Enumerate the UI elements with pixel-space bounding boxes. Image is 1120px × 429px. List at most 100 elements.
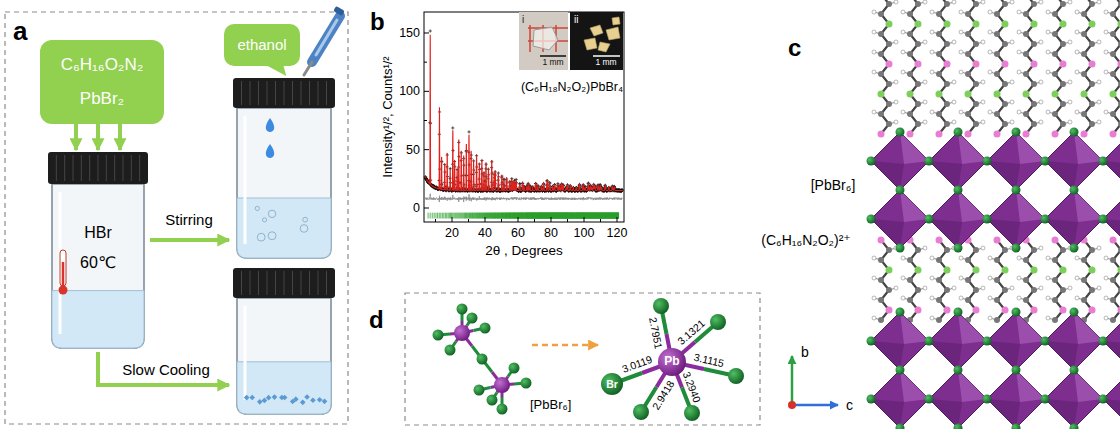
hydrogen-atom bbox=[894, 100, 898, 104]
octahedron-face bbox=[1103, 219, 1120, 248]
bromine-atom bbox=[1041, 337, 1050, 346]
octahedron-face bbox=[1103, 341, 1120, 370]
carbon-atom bbox=[1118, 121, 1120, 127]
axis-title: 2θ , Degrees bbox=[485, 243, 562, 259]
carbon-atom bbox=[1089, 287, 1095, 293]
ethanol-drop bbox=[266, 118, 274, 132]
carbon-atom bbox=[1110, 111, 1116, 117]
liquid-bubble bbox=[257, 233, 265, 241]
vial-cap bbox=[233, 78, 335, 108]
hydrogen-atom bbox=[1046, 316, 1050, 320]
cap-ridge bbox=[267, 271, 268, 295]
nitrogen-atom bbox=[886, 61, 893, 68]
hydrogen-atom bbox=[1075, 10, 1079, 14]
carbon-atom bbox=[1002, 41, 1008, 47]
bromine-atom bbox=[896, 308, 905, 317]
scale-bar bbox=[540, 55, 566, 57]
carbon-atom bbox=[965, 297, 971, 303]
bond-length: 2.9418 bbox=[649, 377, 677, 412]
carbon-atom bbox=[1031, 1, 1037, 7]
reaction-vial: HBr60℃ bbox=[48, 152, 148, 350]
hydrogen-atom bbox=[988, 296, 992, 300]
carbon-atom bbox=[886, 101, 892, 107]
atom-symbol: Br bbox=[606, 378, 618, 390]
carbon-atom bbox=[878, 257, 884, 263]
carbon-atom bbox=[994, 71, 1000, 77]
hydrogen-atom bbox=[930, 30, 934, 34]
carbon-atom bbox=[886, 247, 892, 253]
panel-letter: b bbox=[370, 8, 385, 36]
carbon-atom bbox=[1023, 31, 1029, 37]
bromine-atom bbox=[1099, 215, 1108, 224]
hydrogen-atom bbox=[959, 50, 963, 54]
hydrogen-atom bbox=[1046, 110, 1050, 114]
carbon-atom bbox=[1081, 257, 1087, 263]
bromine-atom bbox=[477, 354, 488, 365]
octahedron-face bbox=[900, 132, 929, 164]
pbbr6-octahedron bbox=[1045, 190, 1103, 248]
hydrogen-atom bbox=[872, 50, 876, 54]
carbon-atom bbox=[965, 257, 971, 263]
hydrogen-atom bbox=[952, 100, 956, 104]
hydrogen-atom bbox=[1039, 246, 1043, 250]
cap-ridge bbox=[56, 155, 57, 181]
panel-c bbox=[788, 0, 1120, 429]
carbon-atom bbox=[1031, 81, 1037, 87]
bromine-atom bbox=[867, 215, 876, 224]
carbon-atom bbox=[878, 11, 884, 17]
bromine-atom bbox=[1070, 244, 1079, 253]
hydrogen-atom bbox=[981, 100, 985, 104]
carbon-atom bbox=[1081, 11, 1087, 17]
hydrogen-atom bbox=[1039, 40, 1043, 44]
cap-ridge bbox=[318, 81, 319, 105]
carbon-atom bbox=[973, 287, 979, 293]
hydrogen-atom bbox=[1017, 10, 1021, 14]
reagent-bubble: C₆H₁₆O₂N₂PbBr₂ bbox=[40, 40, 164, 124]
octahedron-face bbox=[958, 312, 987, 344]
crystal bbox=[249, 395, 255, 401]
carbon-atom bbox=[1118, 41, 1120, 47]
carbon-atom bbox=[1023, 11, 1029, 17]
axis-tick bbox=[424, 149, 429, 150]
panel-frame bbox=[405, 293, 760, 425]
glass-highlight bbox=[244, 116, 247, 244]
hydrogen-atom bbox=[952, 286, 956, 290]
bromine-atom bbox=[509, 363, 520, 374]
bromine-atom bbox=[954, 186, 963, 195]
carbon-atom bbox=[944, 41, 950, 47]
carbon-atom bbox=[936, 11, 942, 17]
carbon-atom bbox=[1081, 31, 1087, 37]
crystal-flake bbox=[612, 17, 620, 25]
hydrogen-atom bbox=[1046, 50, 1050, 54]
carbon-atom bbox=[965, 111, 971, 117]
oxygen-atom bbox=[944, 267, 951, 274]
carbon-atom bbox=[965, 31, 971, 37]
carbon-atom bbox=[1002, 247, 1008, 253]
nitrogen-atom bbox=[994, 237, 1001, 244]
hydrogen-atom bbox=[901, 296, 905, 300]
axis-tick bbox=[435, 219, 436, 222]
cap-ridge bbox=[292, 81, 293, 105]
bond-length: 2.7951 bbox=[647, 315, 665, 351]
tick-label: 120 bbox=[607, 226, 628, 240]
bromine-atom bbox=[1041, 215, 1050, 224]
tick-label: 100 bbox=[399, 84, 420, 98]
nitrogen-atom bbox=[1002, 307, 1009, 314]
difference-curve bbox=[425, 194, 622, 202]
hydrogen-atom bbox=[1104, 276, 1108, 280]
carbon-atom bbox=[1002, 81, 1008, 87]
vial-liquid bbox=[237, 362, 331, 414]
oxygen-atom bbox=[915, 267, 922, 274]
hydrogen-atom bbox=[959, 10, 963, 14]
tick-label: 100 bbox=[574, 226, 595, 240]
crystal bbox=[282, 395, 288, 401]
panel-letter: a bbox=[13, 17, 27, 47]
carbon-atom bbox=[973, 101, 979, 107]
carbon-atom bbox=[973, 41, 979, 47]
bromine-atom bbox=[445, 345, 456, 356]
solvent-bubble: ethanol bbox=[224, 24, 300, 66]
carbon-atom bbox=[886, 287, 892, 293]
hydrogen-atom bbox=[1068, 40, 1072, 44]
carbon-atom bbox=[878, 277, 884, 283]
carbon-atom bbox=[1002, 1, 1008, 7]
